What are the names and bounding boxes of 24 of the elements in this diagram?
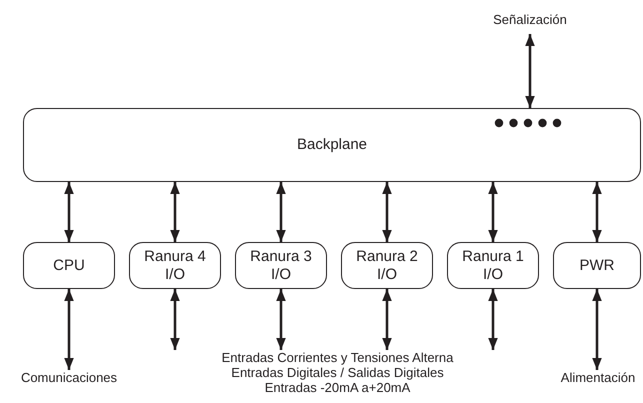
module-box: CPU [23, 242, 115, 289]
signal-label: Comunicaciones [14, 370, 124, 392]
module-box: Ranura 1 I/O [447, 242, 539, 289]
double-arrow [170, 182, 180, 242]
double-arrow [592, 289, 602, 370]
signal-label: Entradas Corrientes y Tensiones Alterna Entradas Digitales / Salidas Digitales Entradas -20mA a+20mA [165, 350, 510, 400]
double-arrow [488, 182, 498, 242]
double-arrow [64, 289, 74, 370]
backplane-box: Backplane [23, 108, 641, 182]
module-box: PWR [553, 242, 641, 289]
signal-label: Señalización [480, 12, 580, 34]
double-arrow [525, 34, 535, 108]
double-arrow [592, 182, 602, 242]
double-arrow [170, 289, 180, 350]
module-box: Ranura 2 I/O [341, 242, 433, 289]
double-arrow [488, 289, 498, 350]
double-arrow [382, 289, 392, 350]
double-arrow [382, 182, 392, 242]
module-box: Ranura 3 I/O [235, 242, 327, 289]
module-box: Ranura 4 I/O [129, 242, 221, 289]
double-arrow [276, 182, 286, 242]
double-arrow [276, 289, 286, 350]
double-arrow [64, 182, 74, 242]
signal-label: Alimentación [553, 370, 643, 392]
